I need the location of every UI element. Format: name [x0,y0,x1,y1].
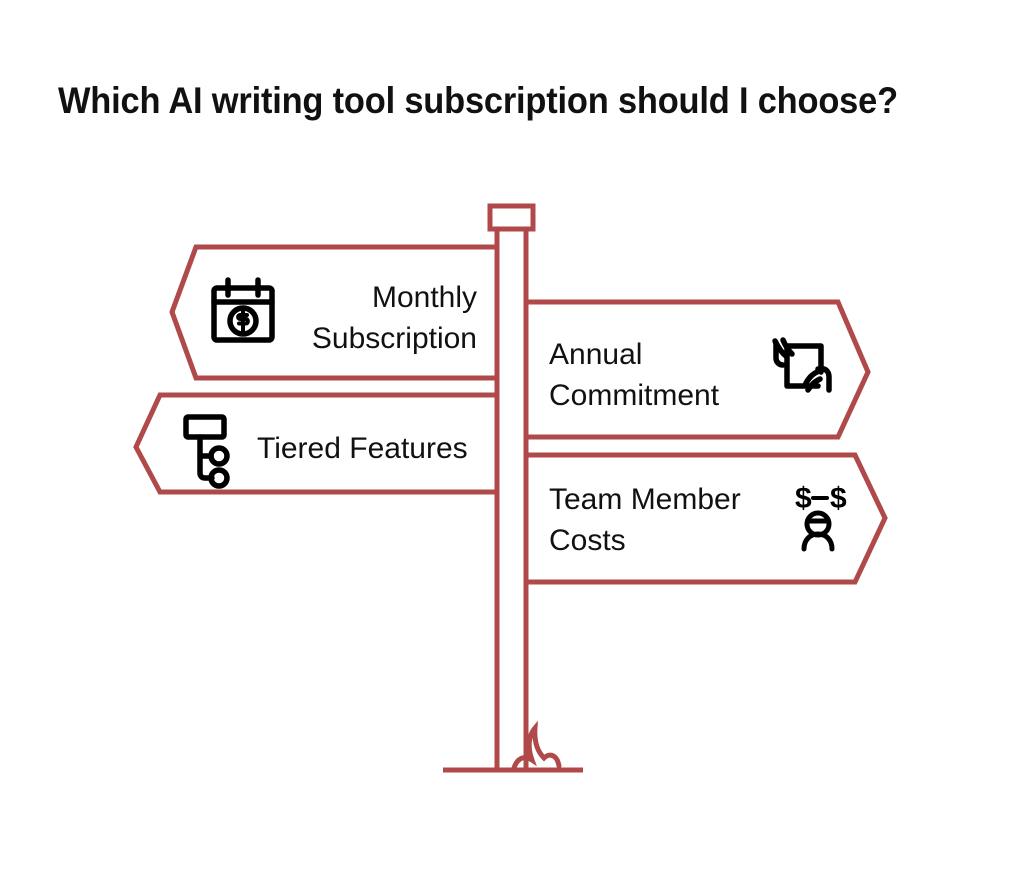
sign-shape-team-member-costs[interactable] [528,452,888,585]
sign-label-tiered-features: Tiered Features [257,432,468,465]
sign-shape-annual-commitment[interactable] [528,299,871,440]
sign-label-team-member-costs: Team Member Costs [549,483,741,557]
svg-text:$: $ [830,482,847,515]
sign-label-annual-commitment: Annual Commitment [549,338,720,412]
calendar-dollar-icon [211,277,275,343]
svg-text:$: $ [795,482,812,515]
sign-shape-monthly-subscription[interactable] [169,244,495,381]
hierarchy-tree-icon [183,414,230,489]
post-cap [487,203,536,232]
sign-label-monthly-subscription: Monthly Subscription [311,281,477,355]
person-dollar-icon: $ $ [795,482,847,552]
grass-tuft [511,720,562,771]
hands-holding-document-icon [772,337,832,393]
page-title: Which AI writing tool subscription shoul… [58,80,898,121]
